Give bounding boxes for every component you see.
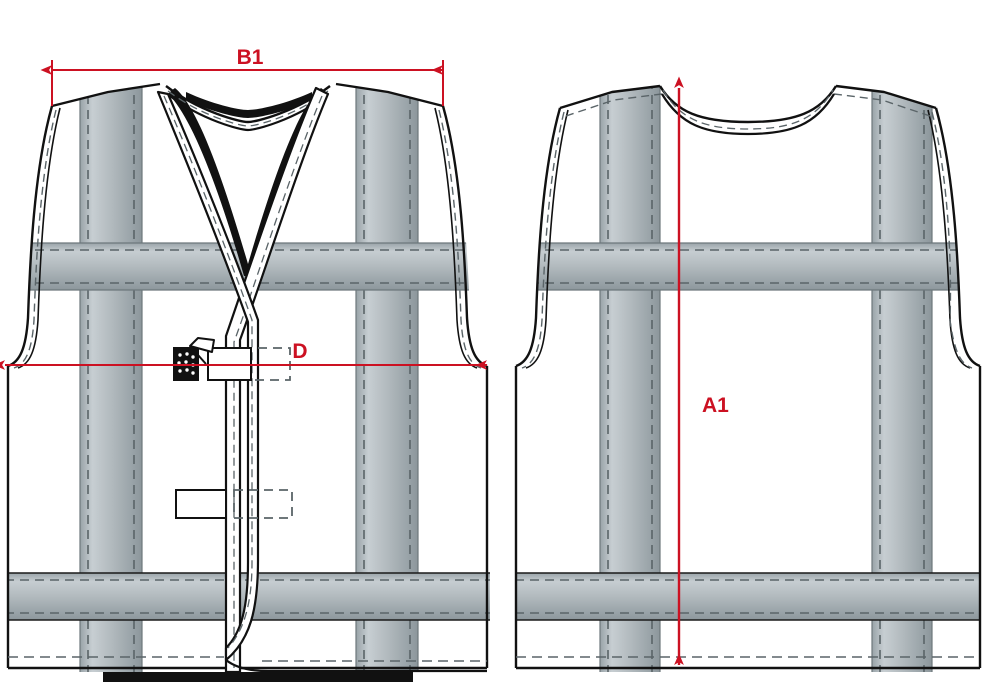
dimension-d: D [0, 340, 487, 370]
front-armhole-stitch [13, 109, 482, 369]
front-opening [156, 86, 487, 674]
back-hem-stripe [516, 572, 980, 621]
back-view [514, 84, 982, 672]
back-reflective-stripes [516, 86, 980, 672]
back-body-outline [514, 84, 982, 670]
back-horizontal-stripe [516, 242, 980, 291]
dimension-d-label: D [292, 340, 307, 363]
back-armhole-binding [525, 109, 971, 369]
front-view [6, 82, 490, 682]
dimension-b1-label: B1 [237, 46, 264, 69]
back-shoulder-stitch [565, 93, 931, 117]
dimension-b1: B1 [40, 46, 444, 106]
dimension-a1-label: A1 [702, 394, 729, 417]
hook-loop-lower [175, 489, 293, 519]
front-armhole-binding [17, 107, 478, 369]
front-body-outline [6, 82, 489, 670]
dimension-a1: A1 [674, 76, 729, 665]
bottom-black-band [103, 672, 413, 682]
front-hem-stitch [8, 656, 487, 662]
